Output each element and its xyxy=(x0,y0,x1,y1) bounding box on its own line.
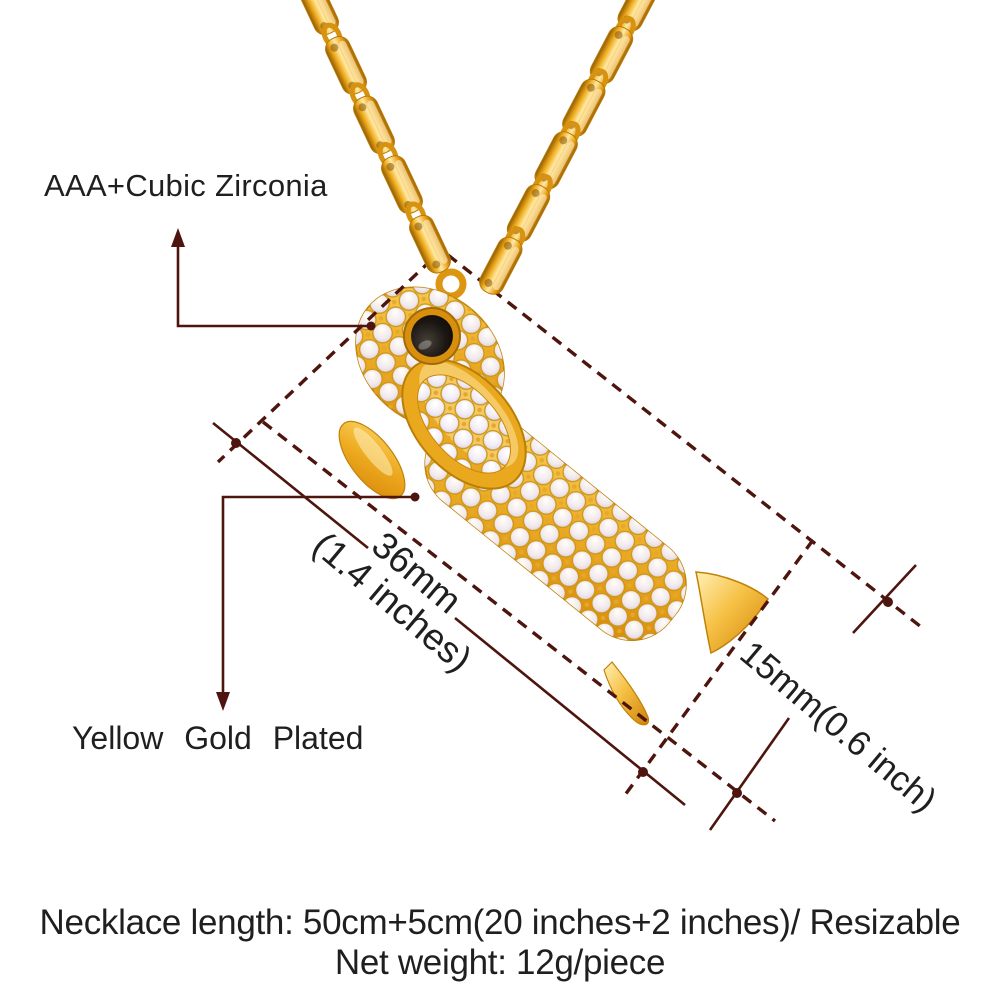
spec-line-net-weight: Net weight: 12g/piece xyxy=(334,943,666,983)
dashed-extension-belly xyxy=(261,420,777,823)
dog-tail xyxy=(695,571,769,655)
dog-pendant xyxy=(338,268,769,726)
dog-rear-foot xyxy=(603,661,650,726)
dimension-line-36mm xyxy=(212,421,686,807)
dog-front-leg xyxy=(338,420,406,500)
dashed-extension-rear-end xyxy=(623,538,815,797)
product-specs: Necklace length: 50cm+5cm(20 inches+2 in… xyxy=(0,903,1000,984)
arrow-down-icon xyxy=(216,692,230,711)
leader-arrow-plating xyxy=(216,492,420,711)
material-annotation-label: AAA+Cubic Zirconia xyxy=(44,168,328,203)
dimension-line-15mm xyxy=(708,564,917,831)
dashed-extension-head-end xyxy=(216,245,447,464)
dimension-boundary-dashed-box xyxy=(216,245,927,823)
dashed-extension-back xyxy=(446,253,927,632)
necklace-chain-right xyxy=(479,0,661,295)
dog-ear xyxy=(401,358,527,490)
arrow-up-icon xyxy=(171,228,185,247)
dog-eye xyxy=(403,307,461,365)
leader-arrow-material xyxy=(171,228,376,331)
necklace-chain-left xyxy=(297,0,451,274)
spec-line-necklace-length: Necklace length: 50cm+5cm(20 inches+2 in… xyxy=(39,903,961,942)
plating-annotation-label: Yellow Gold Plated xyxy=(72,720,364,756)
